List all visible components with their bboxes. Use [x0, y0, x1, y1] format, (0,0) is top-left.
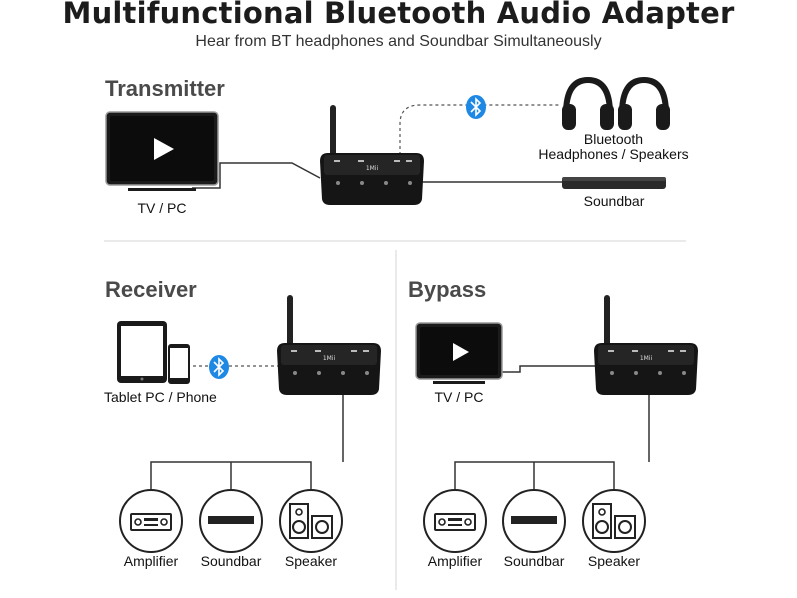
bluetooth-icon	[466, 95, 486, 119]
speaker-icon	[582, 489, 646, 553]
soundbar-device-icon	[562, 177, 666, 189]
play-icon	[154, 138, 174, 160]
tx-input-cable	[192, 162, 321, 189]
bp-output-label-speaker: Speaker	[587, 553, 641, 569]
speaker-icon	[279, 489, 343, 553]
svg-text:1Mii: 1Mii	[640, 355, 653, 362]
rx-source-label: Tablet PC / Phone	[104, 389, 217, 405]
bypass-heading: Bypass	[408, 277, 487, 302]
receiver-heading: Receiver	[105, 277, 197, 302]
headphones-label-line2: Headphones / Speakers	[538, 146, 689, 162]
rx-output-label-speaker: Speaker	[284, 553, 338, 569]
transmitter-heading: Transmitter	[105, 76, 225, 101]
tx-bluetooth-link	[399, 104, 560, 155]
bp-output-label-amplifier: Amplifier	[427, 553, 483, 569]
tx-soundbar-label: Soundbar	[583, 193, 645, 209]
bluetooth-icon	[209, 355, 229, 379]
soundbar-icon	[502, 489, 566, 553]
tv-monitor-icon	[105, 111, 219, 191]
rx-output-label-amplifier: Amplifier	[123, 553, 179, 569]
amplifier-icon	[423, 489, 487, 553]
bp-source-label: TV / PC	[434, 389, 484, 405]
bluetooth-adapter-device: 1Mii	[277, 295, 381, 395]
tv-monitor-icon	[415, 322, 503, 384]
rx-output-label-soundbar: Soundbar	[200, 553, 262, 569]
tx-source-label: TV / PC	[137, 200, 187, 216]
tablet-icon	[117, 321, 167, 383]
page-subtitle: Hear from BT headphones and Soundbar Sim…	[195, 33, 602, 50]
bp-output-label-soundbar: Soundbar	[503, 553, 565, 569]
play-icon	[453, 343, 469, 361]
bluetooth-adapter-device: 1Mii	[320, 105, 424, 205]
svg-text:1Mii: 1Mii	[323, 355, 336, 362]
soundbar-icon	[199, 489, 263, 553]
phone-icon	[168, 344, 190, 384]
bp-input-cable	[500, 365, 596, 373]
bluetooth-adapter-device: 1Mii	[594, 295, 698, 395]
headphones-label-line1: Bluetooth	[583, 131, 644, 147]
svg-text:1Mii: 1Mii	[366, 165, 379, 172]
headphones-icon	[562, 76, 670, 130]
headphones-label: Bluetooth Headphones / Speakers	[536, 132, 691, 162]
page-title: Multifunctional Bluetooth Audio Adapter	[62, 0, 735, 30]
amplifier-icon	[119, 489, 183, 553]
